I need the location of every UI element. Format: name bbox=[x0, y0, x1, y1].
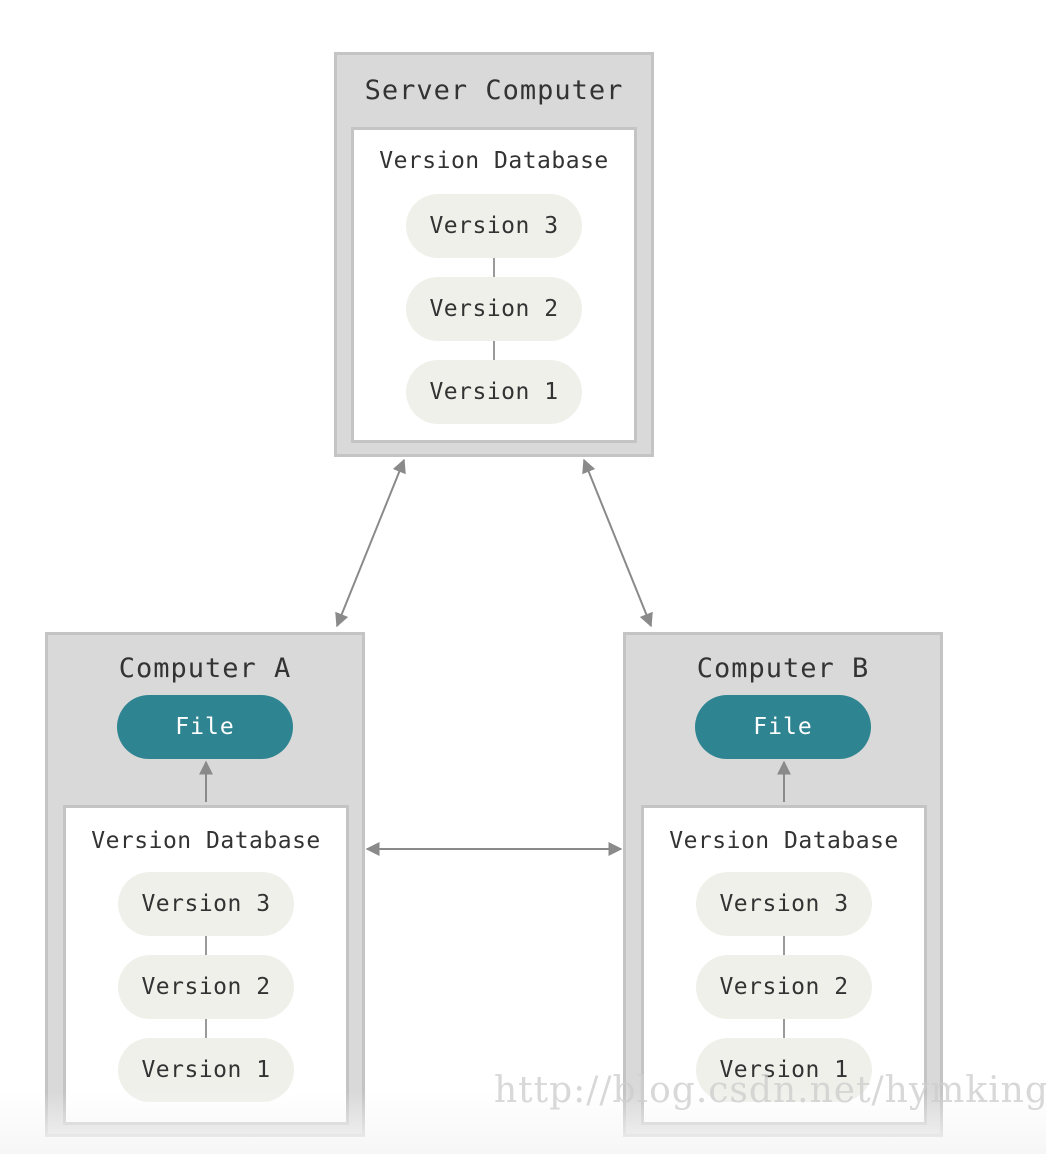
computer-b-version-3-pill: Version 3 bbox=[696, 872, 872, 936]
computer-a-version-2-pill: Version 2 bbox=[118, 955, 294, 1019]
computer-a-box: Computer A File Version Database Version… bbox=[45, 632, 365, 1137]
server-version-1-pill: Version 1 bbox=[406, 360, 582, 424]
computer-b-connector-3-2 bbox=[783, 936, 785, 955]
computer-b-title: Computer B bbox=[696, 653, 870, 684]
server-computer-title: Server Computer bbox=[364, 75, 624, 106]
server-connector-3-2 bbox=[493, 258, 495, 277]
bottom-fade bbox=[0, 1092, 1046, 1154]
computer-a-title: Computer A bbox=[118, 653, 292, 684]
computer-a-connector-2-1 bbox=[205, 1019, 207, 1038]
computer-a-version-3-pill: Version 3 bbox=[118, 872, 294, 936]
computer-b-connector-2-1 bbox=[783, 1019, 785, 1038]
server-version-3-pill: Version 3 bbox=[406, 194, 582, 258]
computer-b-file-pill: File bbox=[695, 695, 871, 759]
computer-b-version-database-box: Version Database Version 3 Version 2 Ver… bbox=[641, 805, 927, 1125]
computer-b-version-1-pill: Version 1 bbox=[696, 1038, 872, 1102]
arrow-server-computer-a bbox=[335, 458, 406, 628]
server-computer-box: Server Computer Version Database Version… bbox=[334, 52, 654, 457]
computer-b-box: Computer B File Version Database Version… bbox=[623, 632, 943, 1137]
computer-b-version-2-pill: Version 2 bbox=[696, 955, 872, 1019]
watermark-text: http://blog.csdn.net/hymking bbox=[494, 1070, 1046, 1111]
computer-a-version-1-pill: Version 1 bbox=[118, 1038, 294, 1102]
computer-a-version-database-box: Version Database Version 3 Version 2 Ver… bbox=[63, 805, 349, 1125]
computer-a-connector-3-2 bbox=[205, 936, 207, 955]
computer-a-file-pill: File bbox=[117, 695, 293, 759]
arrow-server-computer-b bbox=[582, 458, 653, 628]
server-version-database-label: Version Database bbox=[379, 148, 609, 174]
server-version-database-box: Version Database Version 3 Version 2 Ver… bbox=[351, 127, 637, 443]
computer-b-version-database-label: Version Database bbox=[669, 828, 899, 854]
server-connector-2-1 bbox=[493, 341, 495, 360]
server-version-2-pill: Version 2 bbox=[406, 277, 582, 341]
computer-a-version-database-label: Version Database bbox=[91, 828, 321, 854]
